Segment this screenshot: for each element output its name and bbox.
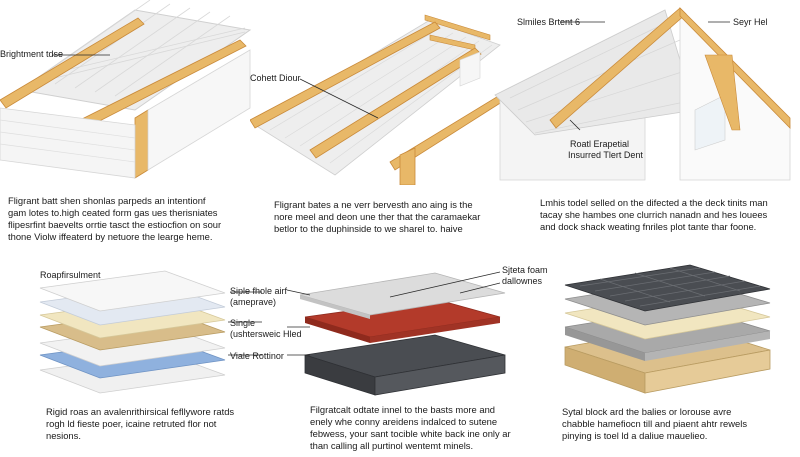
label-slmiles-brtent: Slmiles Brtent 6: [517, 17, 581, 27]
caption-line: flipesrfint baevelts orrtie tasct the es…: [8, 219, 222, 230]
panel-ceiling-joists: Cohett Diour Fligrant bates a ne verr be…: [250, 0, 520, 250]
caption-line: enely whe conny areidens indalced to sut…: [310, 416, 498, 427]
caption-top-middle: Fligrant bates a ne verr bervesth ano ai…: [274, 199, 480, 235]
label-brightment: Brightment tdse: [0, 49, 64, 59]
gable-roof-illustration: [494, 7, 791, 181]
caption-line: than calling all purtinol wentemt minels…: [310, 440, 474, 451]
ceiling-joist-illustration: [250, 14, 506, 185]
label-dallownes: dallownes: [502, 276, 543, 286]
label-roapfirsulment: Roapfirsulment: [40, 270, 101, 280]
panel-mineral-block-layers: Sytal block ard the balies or lorouse av…: [540, 255, 800, 457]
label-roatl-erapetial: Roatl Erapetial: [570, 139, 630, 149]
mineral-block-layers-illustration: [564, 264, 771, 394]
panel-gable-roof: Slmiles Brtent 6 Seyr Hel Roatl Erapetia…: [490, 0, 800, 250]
caption-line: nore meel and deon une ther that the car…: [274, 211, 481, 222]
caption-bottom-middle: Filgratcalt odtate innel to the basts mo…: [310, 404, 511, 452]
label-sjteta-foam: Sjteta foam: [502, 265, 548, 275]
caption-line: chabble hamefiocn till and piaent ahtr r…: [562, 418, 748, 429]
caption-line: tacay she hambes one clurrich nanadn and…: [540, 209, 768, 220]
panel-sloped-roof-attic: Brightment tdse Fligrant batt shen shonl…: [0, 0, 260, 250]
caption-line: febwess, your sant tocible white back in…: [310, 428, 511, 439]
caption-line: Sytal block ard the balies or lorouse av…: [562, 406, 732, 417]
caption-line: Lmhis todel selled on the difected a the…: [540, 197, 768, 208]
rigid-board-layers-illustration: [39, 270, 262, 394]
spray-foam-layers-illustration: [286, 271, 506, 396]
caption-line: pinying is toel ld a daliue mauelieo.: [562, 430, 708, 441]
label-single: Single: [230, 318, 256, 328]
label-seyr-hel: Seyr Hel: [733, 17, 768, 27]
caption-line: and dock shack weating fnriles plot tant…: [540, 221, 757, 232]
caption-line: Rigid roas an avalenrithirsical fefllywo…: [46, 406, 235, 417]
sloped-roof-illustration: [0, 0, 252, 179]
label-viale-rottinor: Viale Rottinor: [230, 351, 284, 361]
caption-line: thone Violw iffeaterd by netuore the lea…: [8, 231, 213, 242]
caption-line: betlor to the duphinside to we sharel to…: [274, 223, 463, 234]
caption-top-right: Lmhis todel selled on the difected a the…: [540, 197, 768, 233]
caption-bottom-left: Rigid roas an avalenrithirsical fefllywo…: [46, 406, 234, 442]
panel-spray-foam-layers: Siple fhole airf (ameprave) Single (usht…: [230, 255, 550, 457]
label-ushtersweic-hled: (ushtersweic Hled: [230, 329, 302, 339]
caption-top-left: Fligrant batt shen shonlas parpeds an in…: [8, 195, 221, 243]
label-ameprave: (ameprave): [230, 297, 277, 307]
caption-line: Fligrant bates a ne verr bervesth ano ai…: [274, 199, 473, 210]
label-insurred-tlert-dent: Insurred Tlert Dent: [568, 150, 643, 160]
caption-line: Fligrant batt shen shonlas parpeds an in…: [8, 195, 206, 206]
caption-line: nesions.: [46, 430, 81, 441]
caption-line: rogh ld fieste poer, icaine retruted flo…: [46, 418, 217, 429]
label-cohett-diour: Cohett Diour: [250, 73, 301, 83]
panel-rigid-layers: Roapfirsulment Rigid roas an avalenrithi…: [0, 255, 270, 457]
caption-line: gam lotes to.high ceated form gas ues th…: [8, 207, 218, 218]
label-siple-fhole-airf: Siple fhole airf: [230, 286, 288, 296]
caption-bottom-right: Sytal block ard the balies or lorouse av…: [562, 406, 747, 442]
caption-line: Filgratcalt odtate innel to the basts mo…: [310, 404, 496, 415]
